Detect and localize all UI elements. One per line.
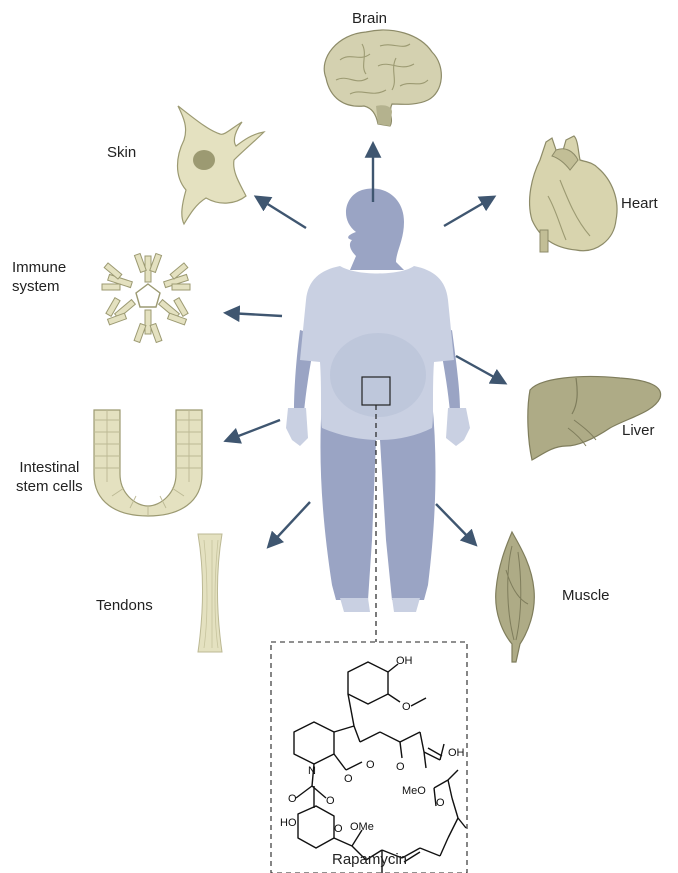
tendon-icon	[198, 534, 222, 652]
label-tendons: Tendons	[96, 596, 153, 615]
atom-o-amide: O	[288, 793, 297, 805]
atom-n: N	[308, 765, 316, 777]
atom-meo: MeO	[402, 785, 426, 797]
figure-belly	[330, 333, 426, 417]
atom-ome-top: O	[402, 701, 411, 713]
label-skin: Skin	[107, 143, 136, 162]
atom-o-carbonyl1: O	[344, 773, 353, 785]
label-heart: Heart	[621, 194, 658, 213]
label-intestinal-stem-cells: Intestinal stem cells	[16, 458, 83, 496]
label-brain: Brain	[352, 9, 387, 28]
arrow-skin	[258, 198, 306, 228]
atom-ome-bottom: OMe	[350, 821, 374, 833]
atom-o-amide2: O	[326, 795, 335, 807]
label-intestinal-line1: Intestinal	[16, 458, 83, 477]
rapamycin-atoms: OH O O O N O OH MeO O O O HO O OMe	[280, 655, 465, 835]
atom-o-ring1: O	[366, 759, 375, 771]
antibody-ring-icon	[102, 253, 190, 342]
heart-icon	[530, 136, 617, 252]
label-liver: Liver	[622, 421, 655, 440]
human-figure	[286, 188, 470, 642]
atom-o-ketone2: O	[436, 797, 445, 809]
figure-head	[346, 188, 404, 270]
label-muscle: Muscle	[562, 586, 610, 605]
arrow-liver	[456, 356, 503, 382]
label-immune-system: Immune system	[12, 258, 66, 296]
arrow-immune	[228, 313, 282, 316]
skin-cell-icon	[178, 106, 265, 224]
arrow-intestinal	[228, 420, 280, 440]
liver-icon	[528, 377, 661, 461]
brain-icon	[324, 30, 441, 126]
label-rapamycin: Rapamycin	[332, 850, 407, 869]
arrow-heart	[444, 198, 492, 226]
label-immune-line2: system	[12, 277, 66, 296]
arrow-tendons	[270, 502, 310, 545]
intestinal-villus-icon	[94, 410, 202, 516]
atom-o-ketone1: O	[396, 761, 405, 773]
atom-ho-left: HO	[280, 817, 297, 829]
atom-oh-top: OH	[396, 655, 413, 667]
muscle-icon	[496, 532, 535, 662]
label-immune-line1: Immune	[12, 258, 66, 277]
figure-feet	[340, 598, 420, 612]
atom-oh-right: OH	[448, 747, 465, 759]
arrow-muscle	[436, 504, 474, 543]
rapamycin-structure	[294, 662, 466, 873]
atom-o-pyran: O	[334, 823, 343, 835]
label-intestinal-line2: stem cells	[16, 477, 83, 496]
